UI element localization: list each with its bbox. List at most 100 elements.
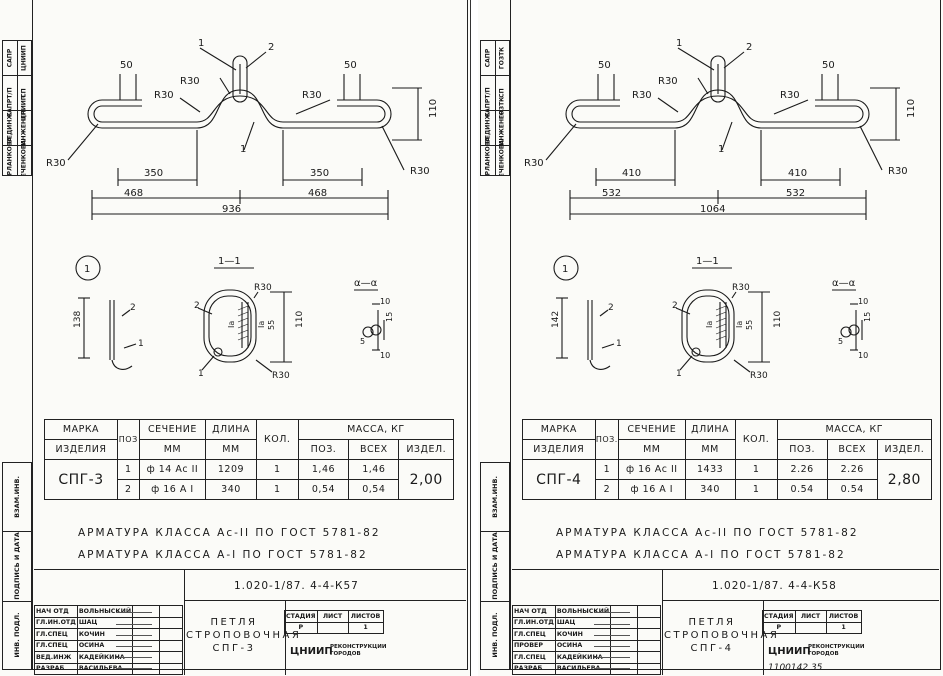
section-11-label: 1—1 bbox=[218, 256, 241, 267]
item-mass: 2,00 bbox=[398, 459, 454, 500]
svg-text:1: 1 bbox=[198, 369, 204, 379]
rebar-drawing: 1 2 50 50 R30 R30 R30 R30 R30 1 110 350 … bbox=[46, 38, 439, 381]
sec-r30: R30 bbox=[732, 283, 750, 293]
approval-strip-grid: САПР Т/П ВЕДИНЖ БИРЛАНКОВА ГОЗТК СП ИНЖЕ… bbox=[480, 40, 510, 176]
dim-50-right: 50 bbox=[344, 60, 357, 71]
svg-text:1: 1 bbox=[616, 339, 622, 349]
drawing-code: 1.020-1/87. 4-4-К58 bbox=[712, 580, 837, 592]
svg-text:Ia: Ia bbox=[735, 321, 744, 328]
inventory-strip: ВЗАМ.ИНВ. ПОДПИСЬ И ДАТА ИНВ. ПОДЛ. bbox=[2, 462, 32, 670]
svg-text:55: 55 bbox=[267, 320, 276, 330]
r30-label: R30 bbox=[780, 90, 800, 101]
handwritten-note: 1100142 35 bbox=[768, 663, 823, 673]
specification-table: МАРКА ПОЗ СЕЧЕНИЕ ДЛИНА КОЛ. МАССА, КГ И… bbox=[44, 419, 455, 500]
pos1-label: 1 bbox=[240, 144, 246, 155]
sec-110: 110 bbox=[773, 311, 783, 328]
item-mark: СПГ-4 bbox=[522, 459, 596, 500]
svg-text:1: 1 bbox=[138, 339, 144, 349]
section-11-label: 1—1 bbox=[696, 256, 719, 267]
pos1-label: 1 bbox=[676, 38, 682, 49]
svg-text:5: 5 bbox=[838, 337, 843, 346]
signature bbox=[116, 604, 152, 613]
dim-468-left: 532 bbox=[602, 188, 621, 199]
r30-label: R30 bbox=[888, 166, 908, 177]
item-mark: СПГ-3 bbox=[44, 459, 118, 500]
sheet-gap bbox=[470, 0, 479, 676]
svg-text:55: 55 bbox=[745, 320, 754, 330]
pos1-label: 1 bbox=[718, 144, 724, 155]
pos1-label: 1 bbox=[198, 38, 204, 49]
drawing-title: ПЕТЛЯ СТРОПОВОЧНАЯ СПГ-4 bbox=[664, 617, 780, 654]
drawing-frame bbox=[32, 0, 468, 670]
dim-side: 142 bbox=[551, 311, 561, 328]
rebar-drawing: 1 2 50 50 R30 R30 R30 R30 R30 1 110 410 … bbox=[524, 38, 917, 381]
dim-468-right: 468 bbox=[308, 188, 327, 199]
svg-text:Ia: Ia bbox=[705, 321, 714, 328]
svg-text:15: 15 bbox=[385, 312, 394, 322]
svg-text:5: 5 bbox=[360, 337, 365, 346]
r30-label: R30 bbox=[154, 90, 174, 101]
dim-468-left: 468 bbox=[124, 188, 143, 199]
signature bbox=[594, 660, 630, 669]
signature bbox=[594, 604, 630, 613]
table-row: СПГ-3 1 ф 14 Ас II 1209 1 1,46 1,46 2,00 bbox=[44, 459, 454, 500]
dim-350-right: 410 bbox=[788, 168, 807, 179]
signature bbox=[594, 627, 630, 636]
svg-text:10: 10 bbox=[858, 297, 868, 306]
section-loop bbox=[203, 289, 257, 363]
drawing-sheet-k57: САПР ЦНИИП САПР Т/П ВЕДИНЖ БИРЛАНКОВА ЦН… bbox=[0, 0, 470, 676]
r30-label: R30 bbox=[180, 76, 200, 87]
dim-350-left: 350 bbox=[144, 168, 163, 179]
sec-r30: R30 bbox=[750, 371, 768, 381]
drawing-frame bbox=[510, 0, 941, 670]
svg-text:Ia: Ia bbox=[227, 321, 236, 328]
dim-total: 936 bbox=[222, 204, 241, 215]
specification-table: МАРКА ПОЗ. СЕЧЕНИЕ ДЛИНА КОЛ. МАССА, КГ … bbox=[522, 419, 933, 500]
org-name: ЦНИИП bbox=[768, 646, 811, 657]
svg-text:2: 2 bbox=[194, 301, 200, 311]
pos2-label: 2 bbox=[268, 42, 274, 53]
org-name: ЦНИИП bbox=[290, 646, 333, 657]
section-aa-label: α—α bbox=[832, 278, 856, 289]
rebar-notes: АРМАТУРА КЛАССА Ас-II ПО ГОСТ 5781-82 АР… bbox=[556, 527, 859, 561]
svg-text:2: 2 bbox=[608, 303, 614, 313]
dim-50-left: 50 bbox=[120, 60, 133, 71]
pos2-label: 2 bbox=[746, 42, 752, 53]
svg-text:15: 15 bbox=[863, 312, 872, 322]
sec-r30: R30 bbox=[272, 371, 290, 381]
detail-callout bbox=[553, 255, 579, 281]
r30-label: R30 bbox=[658, 76, 678, 87]
section-aa-label: α—α bbox=[354, 278, 378, 289]
drawing-sheet-k58: САПР ГОЗТК САПР Т/П ВЕДИНЖ БИРЛАНКОВА ГО… bbox=[478, 0, 943, 676]
dim-350-left: 410 bbox=[622, 168, 641, 179]
svg-text:2: 2 bbox=[672, 301, 678, 311]
callout-number: 1 bbox=[84, 264, 90, 275]
r30-label: R30 bbox=[632, 90, 652, 101]
dim-50-left: 50 bbox=[598, 60, 611, 71]
org-subtitle: РЕКОНСТРУКЦИИ ГОРОДОВ bbox=[808, 644, 865, 657]
drawing-code: 1.020-1/87. 4-4-К57 bbox=[234, 580, 359, 592]
sec-r30: R30 bbox=[254, 283, 272, 293]
detail-callout bbox=[75, 255, 101, 281]
sec-110: 110 bbox=[295, 311, 305, 328]
signature bbox=[116, 627, 152, 636]
inventory-strip: ВЗАМ.ИНВ. ПОДПИСЬ И ДАТА ИНВ. ПОДЛ. bbox=[480, 462, 510, 670]
dim-350-right: 350 bbox=[310, 168, 329, 179]
hook-loop bbox=[232, 55, 248, 103]
svg-text:10: 10 bbox=[380, 351, 390, 360]
svg-text:10: 10 bbox=[858, 351, 868, 360]
table-row: СПГ-4 1 ф 16 Ас II 1433 1 2.26 2.26 2,80 bbox=[522, 459, 933, 500]
rebar-notes: АРМАТУРА КЛАССА Ас-II ПО ГОСТ 5781-82 АР… bbox=[78, 527, 381, 561]
r30-label: R30 bbox=[302, 90, 322, 101]
section-loop bbox=[681, 289, 735, 363]
table-row: 2 ф 16 А I 340 1 0.54 0.54 bbox=[523, 479, 932, 500]
hook-loop bbox=[710, 55, 726, 103]
org-subtitle: РЕКОНСТРУКЦИИ ГОРОДОВ bbox=[330, 644, 387, 657]
dim-50-right: 50 bbox=[822, 60, 835, 71]
svg-text:1: 1 bbox=[676, 369, 682, 379]
